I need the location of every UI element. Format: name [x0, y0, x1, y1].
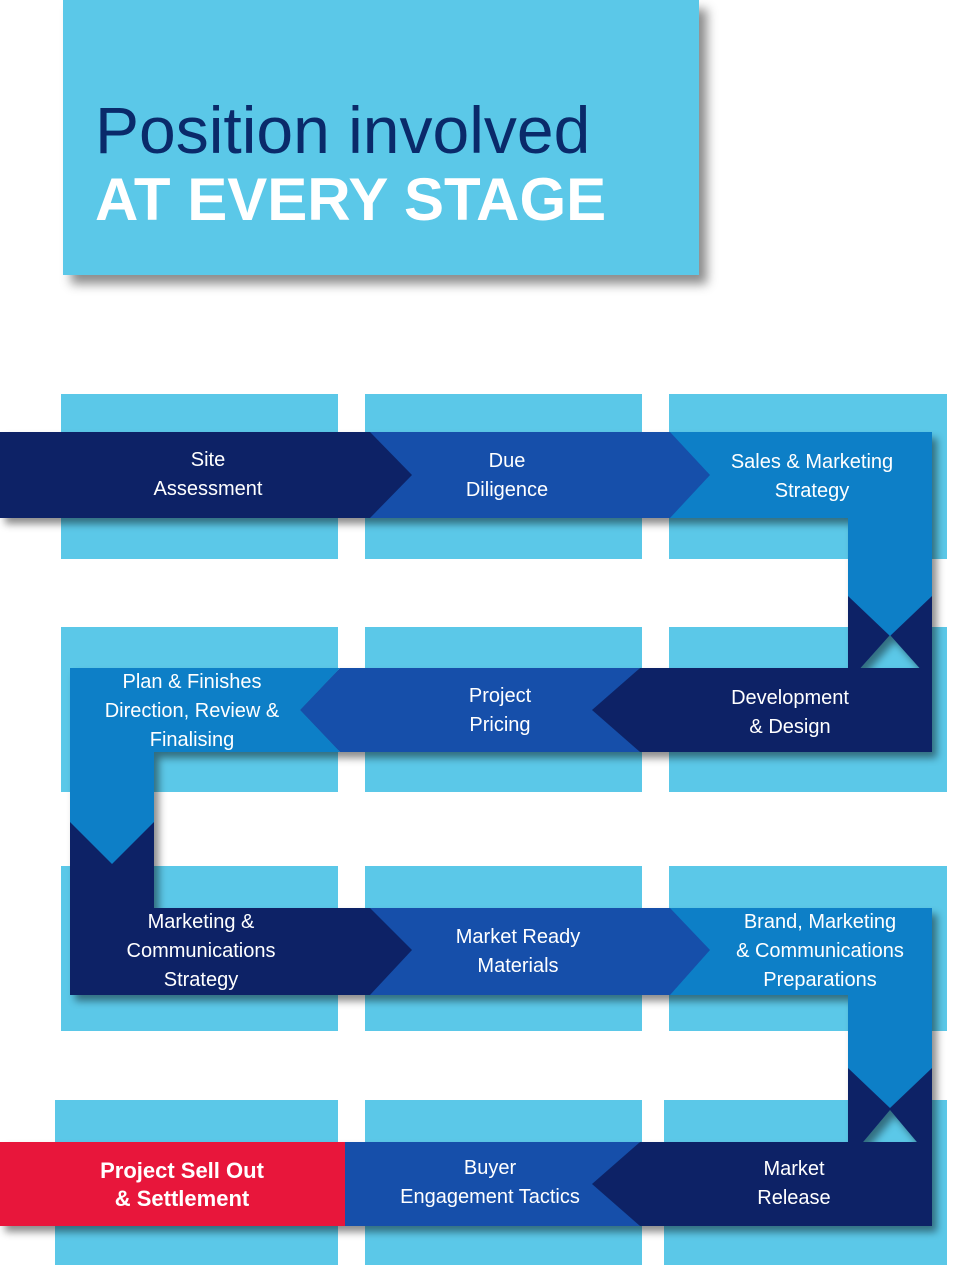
stage-arrow-marketing-communications	[70, 900, 412, 995]
stage-arrow-development-design	[592, 668, 932, 752]
stage-arrow-market-ready-materials	[365, 908, 720, 995]
stage-arrow-project-pricing	[300, 668, 640, 752]
title-line-1: Position involved	[95, 93, 591, 167]
title-line-2: AT EVERY STAGE	[95, 166, 607, 233]
stage-label-development-design: Development& Design	[731, 687, 849, 738]
title-box	[63, 0, 699, 275]
stage-arrow-brand-marketing	[670, 908, 932, 1108]
stage-arrow-site-assessment	[0, 432, 412, 518]
background-tiles	[55, 394, 947, 1265]
stage-label-project-sell-out: Project Sell Out& Settlement	[100, 1158, 264, 1211]
stage-box-project-sell-out	[0, 1142, 345, 1226]
stage-arrow-buyer-engagement	[305, 1142, 640, 1226]
stage-arrow-plan-finishes	[70, 668, 340, 864]
stage-arrow-sales-marketing	[670, 432, 932, 636]
stage-arrow-due-diligence	[365, 432, 720, 518]
stage-arrow-market-release	[592, 1142, 932, 1226]
